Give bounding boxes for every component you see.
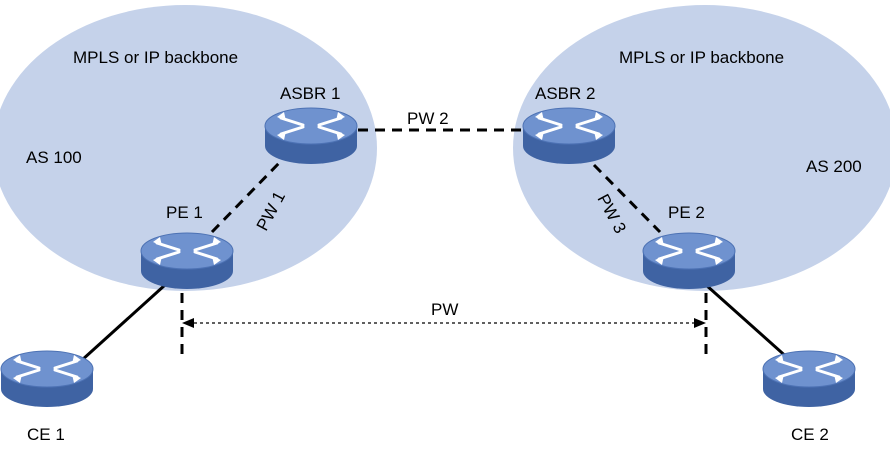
device-label-pe1: PE 1	[166, 203, 203, 222]
router-icon	[521, 106, 617, 166]
as-100-label: AS 100	[26, 148, 82, 167]
backbone-left-title: MPLS or IP backbone	[73, 48, 238, 67]
pw-arrow-right	[694, 318, 706, 328]
device-label-pe2: PE 2	[668, 203, 705, 222]
router-icon	[139, 231, 235, 291]
device-label-asbr2: ASBR 2	[535, 84, 595, 103]
device-label-asbr1: ASBR 1	[280, 84, 340, 103]
device-label-ce1: CE 1	[27, 425, 65, 444]
pw-end-to-end-label: PW	[431, 300, 458, 319]
pw-arrow-left	[182, 318, 194, 328]
router-icon	[263, 106, 359, 166]
router-icon	[0, 349, 95, 409]
router-asbr2	[521, 106, 617, 166]
pw2-label: PW 2	[407, 109, 449, 128]
link-ce1-pe1	[80, 283, 167, 362]
device-label-ce2: CE 2	[791, 425, 829, 444]
link-pe2-ce2	[705, 283, 791, 362]
backbone-left	[0, 5, 377, 291]
router-pe2	[641, 231, 737, 291]
router-icon	[761, 349, 857, 409]
router-ce2	[761, 349, 857, 409]
router-pe1	[139, 231, 235, 291]
router-asbr1	[263, 106, 359, 166]
router-ce1	[0, 349, 95, 409]
backbone-right	[513, 5, 890, 291]
backbone-right-title: MPLS or IP backbone	[619, 48, 784, 67]
as-200-label: AS 200	[806, 157, 862, 176]
router-icon	[641, 231, 737, 291]
